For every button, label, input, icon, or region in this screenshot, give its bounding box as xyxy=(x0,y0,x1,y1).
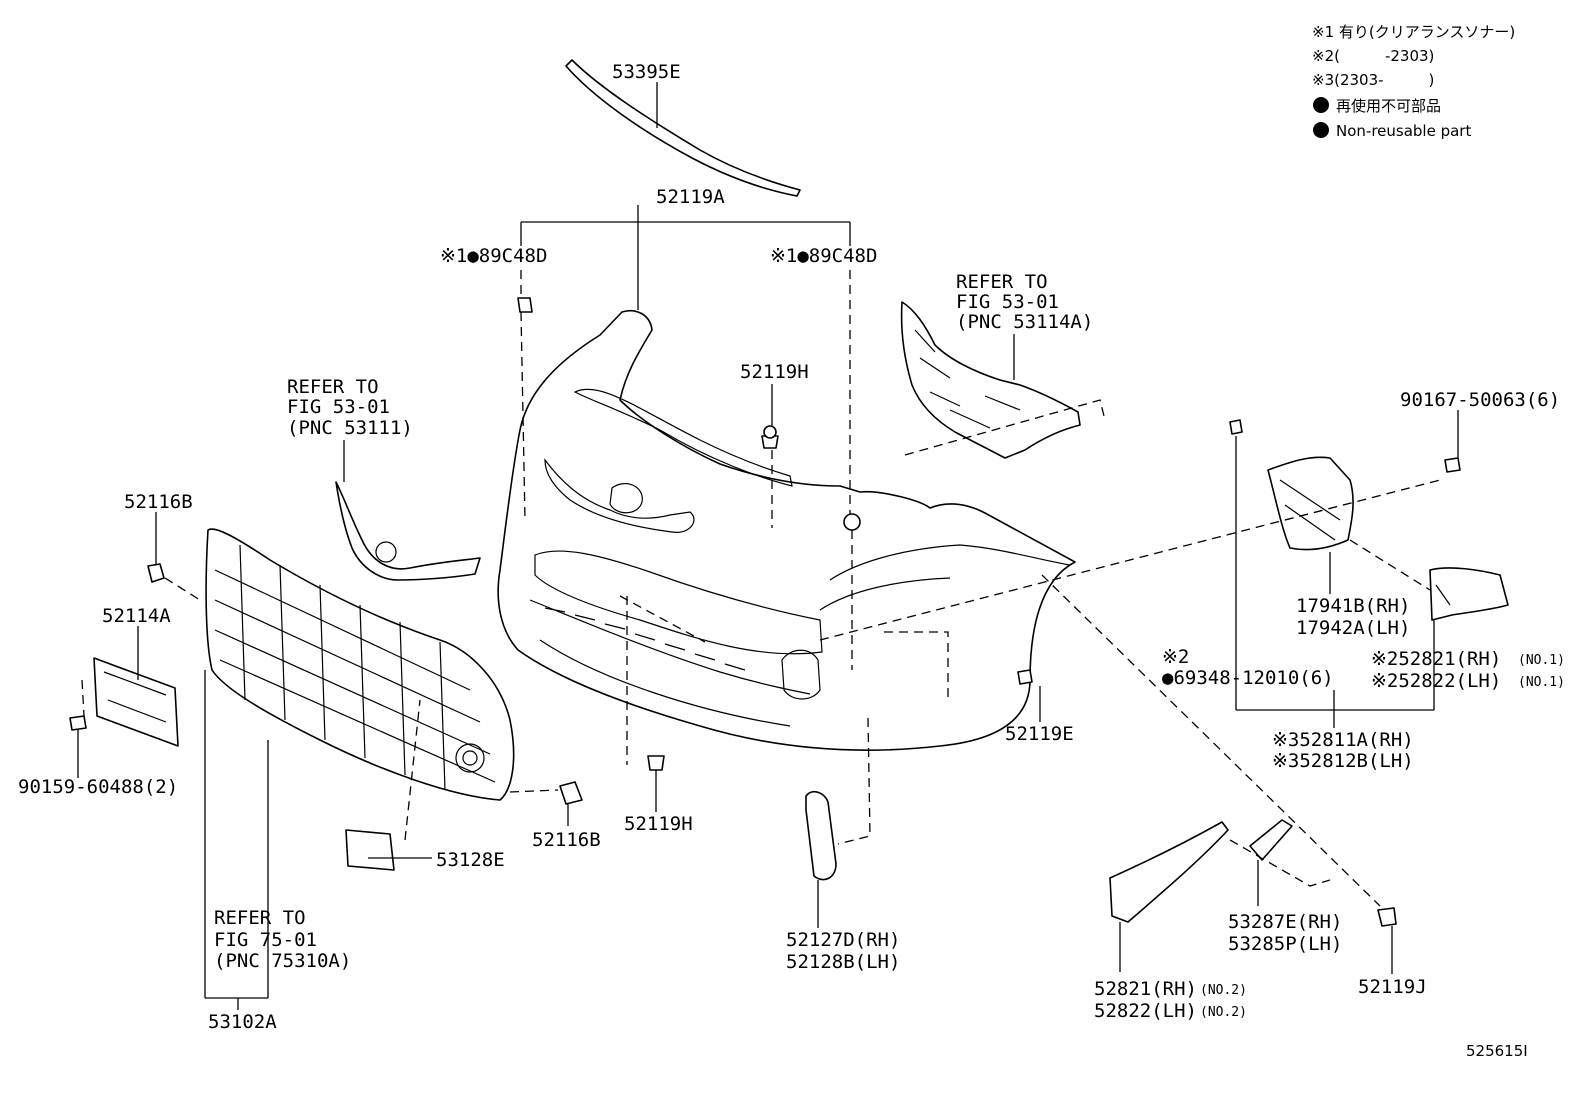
bracket-53287E xyxy=(1249,819,1293,861)
bumper-bracket-53114A xyxy=(900,301,1081,459)
label-52822-no2: 52822(LH) xyxy=(1094,1000,1197,1022)
label-69348-12010: ●69348-12010(6) xyxy=(1162,667,1334,689)
license-bracket-52114A xyxy=(93,657,179,747)
label-52114A: 52114A xyxy=(102,605,171,627)
label-53128E: 53128E xyxy=(436,849,505,871)
non-reusable-dot-icon xyxy=(1313,122,1329,138)
legend-line-4: 再使用不可部品 xyxy=(1336,97,1441,115)
legend-line-5: Non-reusable part xyxy=(1336,122,1471,140)
label-52116B-right: 52116B xyxy=(532,829,601,851)
label-52119J: 52119J xyxy=(1358,976,1427,998)
label-no1-a: (NO.1) xyxy=(1518,653,1565,668)
label-52119H-top: 52119H xyxy=(740,361,809,383)
label-52128B: 52128B(LH) xyxy=(786,951,900,973)
side-garnish-52821-no2 xyxy=(1109,821,1229,923)
lower-grille-53102A xyxy=(205,528,515,801)
label-90159-60488: 90159-60488(2) xyxy=(18,776,178,798)
legend-line-1: ※1 有り(クリアランスソナー) xyxy=(1312,23,1515,41)
label-89C48D-right: ※1●89C48D xyxy=(770,245,877,267)
label-53287E: 53287E(RH) xyxy=(1228,911,1342,933)
legend-line-2: ※2( -2303) xyxy=(1312,47,1434,65)
label-no1-b: (NO.1) xyxy=(1518,675,1565,690)
label-52812B: ※352812B(LH) xyxy=(1272,750,1414,772)
legend-line-3: ※3(2303- ) xyxy=(1312,71,1434,89)
side-reflector-52127D xyxy=(805,790,837,881)
label-52127D: 52127D(RH) xyxy=(786,929,900,951)
label-no2-a: (NO.2) xyxy=(1200,983,1247,998)
bumper-cover-52119A xyxy=(497,310,1076,751)
label-refer-75310A-3: (PNC 75310A) xyxy=(214,950,351,972)
label-52116B-left: 52116B xyxy=(124,491,193,513)
label-refer-75310A-2: FIG 75-01 xyxy=(214,929,317,951)
label-refer-75310A-1: REFER TO xyxy=(214,907,306,929)
label-refer-53114A-3: (PNC 53114A) xyxy=(956,311,1093,333)
air-duct-52821-no1 xyxy=(1429,567,1509,621)
label-refer-53114A-1: REFER TO xyxy=(956,271,1048,293)
label-17941B: 17941B(RH) xyxy=(1296,595,1410,617)
legend: ※1 有り(クリアランスソナー) ※2( -2303) ※3(2303- ) 再… xyxy=(1312,23,1515,140)
non-reusable-dot-icon xyxy=(1313,97,1329,113)
label-53102A: 53102A xyxy=(208,1011,277,1033)
part-labels: 53395E 52119A ※1●89C48D ※1●89C48D REFER … xyxy=(18,61,1565,1060)
label-52821-no2: 52821(RH) xyxy=(1094,978,1197,1000)
label-refer-53114A-2: FIG 53-01 xyxy=(956,291,1059,313)
label-no2-b: (NO.2) xyxy=(1200,1005,1247,1020)
fasteners xyxy=(69,297,1461,927)
label-refer-53111-1: REFER TO xyxy=(287,376,379,398)
label-53285P: 53285P(LH) xyxy=(1228,933,1342,955)
grille-insert-53111 xyxy=(335,481,481,581)
label-52119E: 52119E xyxy=(1005,723,1074,745)
label-53395E: 53395E xyxy=(612,61,681,83)
label-52811A: ※352811A(RH) xyxy=(1272,729,1414,751)
label-17942A: 17942A(LH) xyxy=(1296,617,1410,639)
label-52119H-bottom: 52119H xyxy=(624,813,693,835)
label-52821-no1: ※252821(RH) xyxy=(1371,648,1501,670)
side-bracket-17941B xyxy=(1267,456,1354,551)
label-69348-mark: ※2 xyxy=(1162,646,1189,668)
label-90167-50063: 90167-50063(6) xyxy=(1400,389,1560,411)
label-52822-no1: ※252822(LH) xyxy=(1371,670,1501,692)
label-89C48D-left: ※1●89C48D xyxy=(440,245,547,267)
label-52119A: 52119A xyxy=(656,186,725,208)
leader-lines xyxy=(77,82,1459,1010)
label-refer-53111-3: (PNC 53111) xyxy=(287,417,413,439)
molding-strip-53395E xyxy=(565,59,801,197)
label-refer-53111-2: FIG 53-01 xyxy=(287,396,390,418)
figure-id: 525615I xyxy=(1466,1042,1528,1060)
